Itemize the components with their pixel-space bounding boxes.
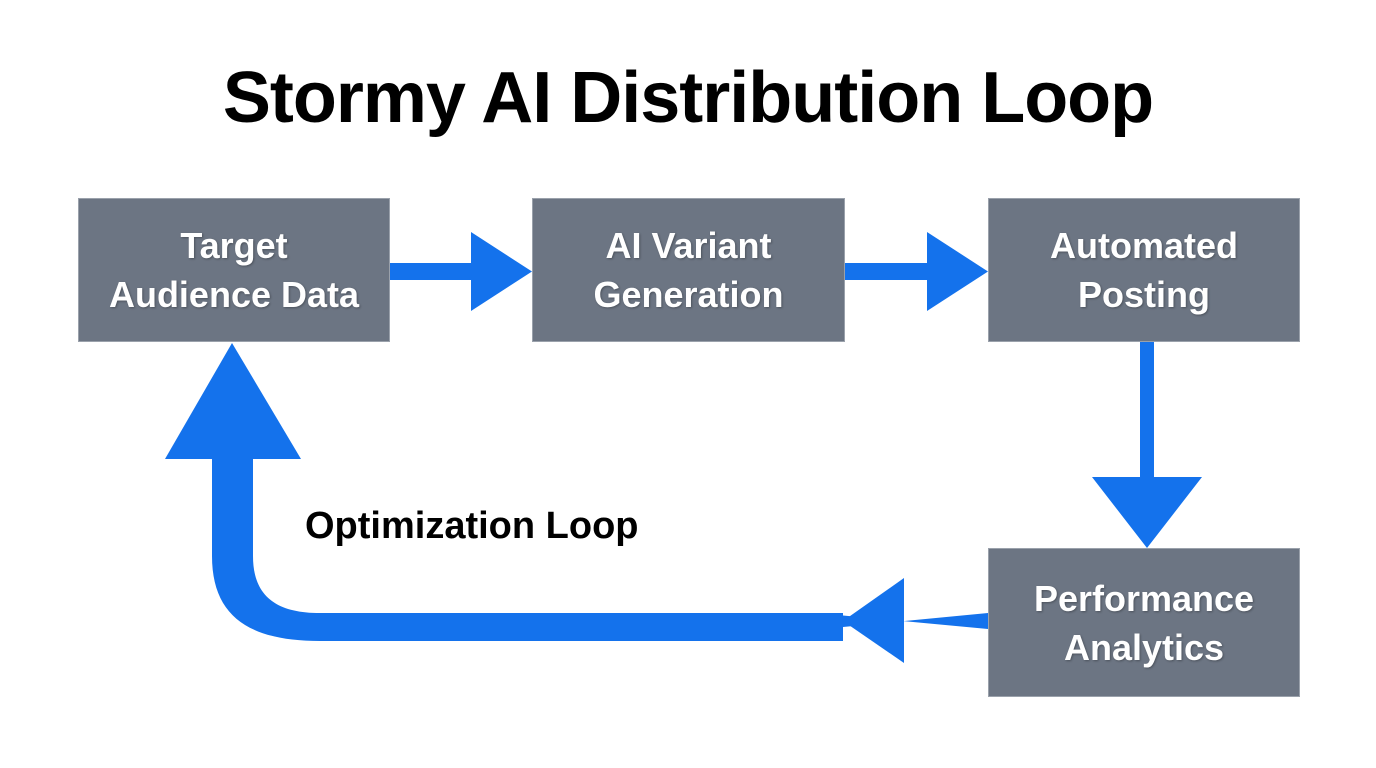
node-label-line-2: Posting <box>1078 274 1210 315</box>
optimization-loop-label: Optimization Loop <box>305 505 639 547</box>
node-target-audience-data[interactable]: Target Audience Data <box>78 198 390 342</box>
arrow-variant-to-posting <box>845 232 988 311</box>
node-label-line-2: Generation <box>593 274 784 315</box>
arrow-target-to-variant <box>390 232 532 311</box>
node-label-line-1: Performance <box>1033 577 1255 619</box>
node-label-line-1: Target <box>180 225 288 266</box>
node-automated-posting[interactable]: Automated Posting <box>988 198 1300 342</box>
page-title: Stormy AI Distribution Loop <box>222 58 1154 138</box>
node-label-line-1: Automated <box>1050 225 1238 266</box>
node-ai-variant-generation[interactable]: AI Variant Generation <box>532 198 845 342</box>
arrow-posting-to-analytics <box>1092 342 1202 548</box>
node-performance-analytics[interactable]: Performance Analytics <box>988 548 1300 697</box>
node-label-line-1: AI Variant <box>605 225 772 266</box>
arrowhead-loop-up <box>165 343 301 459</box>
node-label-line-2: Analytics <box>1063 626 1225 668</box>
node-label-line-2: Audience Data <box>108 274 360 315</box>
loop-shaft-horizontal <box>843 613 988 629</box>
loop-shaft-curve <box>212 458 843 641</box>
